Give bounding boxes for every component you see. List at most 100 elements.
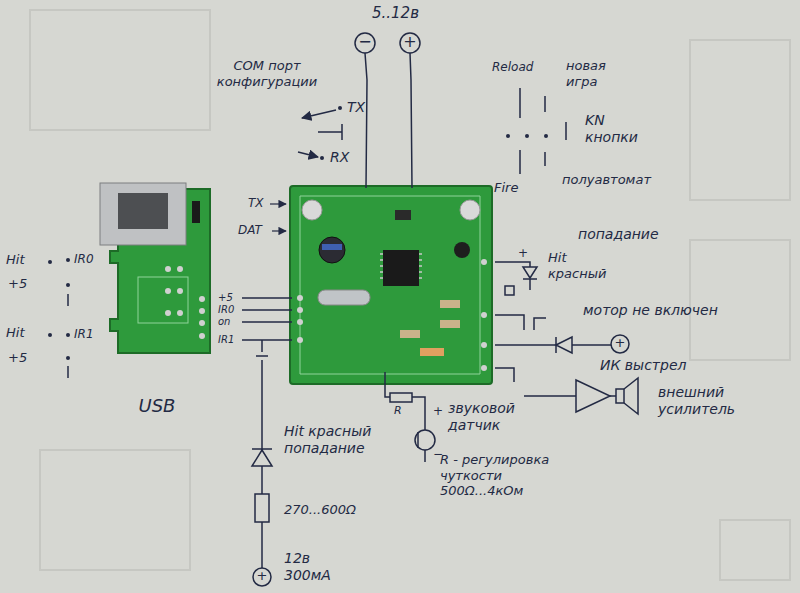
button-contacts (520, 150, 545, 174)
diode-part (420, 348, 444, 356)
terminal-dot (48, 260, 52, 264)
wire (242, 298, 292, 340)
annotation: Fire (494, 180, 518, 196)
led-symbol (523, 279, 537, 290)
pad (165, 310, 171, 316)
annotation: + (256, 568, 268, 584)
annotation: внешний усилитель (658, 384, 790, 418)
board-picture (98, 181, 216, 427)
wire (410, 53, 412, 188)
annotation: IR0 (218, 304, 234, 316)
main-pcb (290, 186, 492, 384)
wire (256, 340, 268, 450)
annotation: Hit (6, 325, 24, 341)
wire (365, 53, 367, 188)
pad (177, 288, 183, 294)
terminal-dot (544, 134, 548, 138)
annotation: звуковой датчик (448, 400, 548, 434)
smd-part (395, 210, 411, 220)
annotation: +5 (8, 276, 27, 292)
annotation: COM порт конфигурации (212, 58, 322, 89)
wire (318, 124, 342, 140)
microphone-symbol (418, 432, 425, 462)
terminal-dot (506, 134, 510, 138)
pad (177, 310, 183, 316)
annotation: мотор не включен (583, 302, 718, 319)
terminal-dot (66, 283, 70, 287)
crystal (318, 290, 370, 305)
plus-terminal (400, 33, 420, 53)
annotation: + (518, 246, 528, 260)
usb-board: USB (98, 181, 216, 427)
capacitor (460, 200, 480, 220)
terminal-dot (338, 106, 342, 110)
annotation: Reload (492, 60, 533, 74)
annotation: ИК выстрел (600, 357, 686, 374)
annotation: − (358, 32, 372, 51)
terminal-dot (48, 333, 52, 337)
chip-pins (380, 254, 422, 278)
pad (165, 288, 171, 294)
pad (481, 365, 487, 371)
switch-symbol (495, 315, 546, 330)
pad (481, 312, 487, 318)
wire (412, 397, 425, 430)
faint-print (720, 520, 790, 580)
pad (481, 342, 487, 348)
wire-arrow (270, 203, 286, 204)
annotation: + (614, 335, 626, 351)
pad (481, 259, 487, 265)
smd-resistor (440, 320, 460, 328)
wire (495, 344, 556, 346)
annotation: новая игра (566, 58, 626, 89)
speaker-symbol (616, 389, 624, 403)
faint-print (690, 40, 790, 200)
silkscreen (138, 277, 188, 323)
annotation: on (218, 316, 230, 328)
pad (297, 295, 303, 301)
transistor (454, 242, 470, 258)
annotation: 12в 300мА (284, 550, 348, 584)
microcontroller (383, 250, 419, 286)
terminal-dot (525, 134, 529, 138)
pad (177, 266, 183, 272)
annotation: 270...600Ω (284, 502, 356, 518)
faint-print (690, 240, 790, 360)
annotation: IR1 (218, 334, 234, 346)
faint-print (40, 450, 190, 570)
annotation: IR1 (74, 327, 94, 341)
annotation: полуавтомат (562, 172, 651, 188)
annotation: DAT (238, 223, 262, 237)
annotation: TX (347, 99, 365, 116)
annotation: +5 (218, 292, 233, 304)
annotation: попадание (578, 226, 659, 243)
button-contacts (520, 88, 566, 140)
faint-print (30, 10, 210, 130)
annotation: KN кнопки (585, 112, 645, 146)
annotation: + (403, 32, 417, 51)
pad (297, 319, 303, 325)
annotation: 5..12в (372, 4, 419, 22)
annotation: TX (248, 196, 264, 210)
pad (199, 308, 205, 314)
terminal-dot (66, 356, 70, 360)
wire (495, 368, 576, 396)
wire-arrow (298, 152, 318, 157)
terminal-dot (66, 258, 70, 262)
speaker-symbol (624, 378, 638, 414)
terminal-dot (66, 333, 70, 337)
pad (199, 296, 205, 302)
capacitor (302, 200, 322, 220)
smd-resistor (440, 300, 460, 308)
usb-pcb (110, 189, 210, 353)
board-label: USB (98, 395, 216, 416)
pin-mark (67, 366, 69, 378)
usb-socket (118, 193, 168, 229)
terminal-square (505, 286, 514, 295)
resistor-symbol (255, 494, 269, 522)
annotation: +5 (8, 350, 27, 366)
wire (572, 344, 611, 346)
wire-arrow (272, 230, 286, 231)
